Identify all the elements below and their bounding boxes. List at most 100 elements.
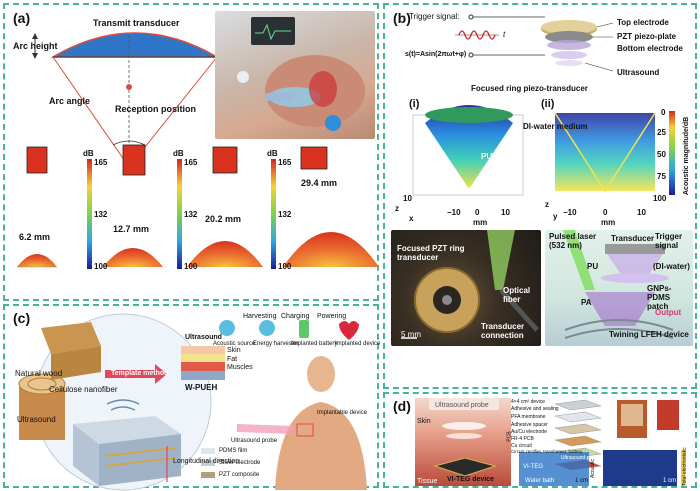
cb-bot-1: 100 bbox=[94, 262, 108, 271]
total-axis-label: Total electrostatic bbox=[682, 447, 688, 486]
trigger-label: Trigger signal bbox=[655, 232, 683, 250]
tick-b-1: 0 bbox=[603, 208, 608, 217]
template-method-label: Template method bbox=[111, 370, 169, 377]
layer-6: Cu circuit bbox=[511, 443, 532, 449]
cb-tick-3: 75 bbox=[657, 172, 666, 181]
layer-4: Au/Cu electrode bbox=[511, 429, 547, 435]
cb-tick-1: 25 bbox=[657, 128, 666, 137]
arc-geometry-diagram bbox=[32, 32, 220, 168]
legend-pdms: PDMS film bbox=[219, 448, 248, 454]
powering-label: Powering bbox=[317, 313, 347, 320]
cb-top-1: 165 bbox=[94, 158, 108, 167]
cb-label: Acoustic magnitude/dB bbox=[683, 116, 690, 195]
reception-position-label: Reception position bbox=[115, 104, 196, 114]
skin-label: Skin bbox=[227, 347, 241, 354]
panel-d-tag: (d) bbox=[393, 398, 411, 414]
bottom-electrode-label: Bottom electrode bbox=[617, 44, 683, 53]
focused-ring-label: Focused ring piezo-transducer bbox=[471, 84, 588, 93]
panel-c-tag: (c) bbox=[13, 310, 31, 326]
cb-top-2: 165 bbox=[184, 158, 198, 167]
twining-label: Twining LFEH device bbox=[609, 330, 689, 339]
transducer-schematic bbox=[455, 14, 614, 72]
energy-harvester-label: Energy harvester bbox=[253, 341, 299, 347]
panel-d: (d) Ultrasound probe Skin VI-TEG dev bbox=[383, 392, 697, 488]
cb-unit-2: dB bbox=[173, 149, 184, 158]
tick-a-3: 10 bbox=[501, 208, 510, 217]
cb-mid-1: 132 bbox=[94, 210, 108, 219]
implanted-device-label: Implanted device bbox=[335, 341, 381, 347]
panel-c: (c) bbox=[3, 304, 381, 491]
vi-teg-label: VI-TEG device bbox=[447, 476, 495, 483]
acoustic-axis-label: Acoustic bbox=[590, 459, 596, 478]
axis-z-a: z bbox=[395, 204, 399, 213]
arc-height-label: Arc height bbox=[13, 41, 58, 51]
cb-mid-2: 132 bbox=[184, 210, 198, 219]
size-label-3: 20.2 mm bbox=[205, 214, 242, 224]
optical-fiber-label: Optical fiber bbox=[503, 286, 531, 304]
w-pueh-label: W-PUEH bbox=[185, 383, 218, 392]
tick-b-0: −10 bbox=[563, 208, 577, 217]
panel-b: (b) Trigger signal: t s(t)=Asin(2πωt+φ) … bbox=[383, 3, 697, 389]
implantable-label: Implantable device bbox=[317, 410, 368, 416]
panel-b-tag: (b) bbox=[393, 10, 411, 26]
cb-unit-3: dB bbox=[267, 149, 278, 158]
ultrasound-label: Ultrasound bbox=[185, 334, 222, 341]
t-axis-label: t bbox=[503, 30, 506, 39]
di-water-label-2: (DI-water) bbox=[653, 262, 690, 271]
transducer-connection-label: Transducer connection bbox=[481, 322, 525, 340]
vi-teg-label-2: VI-TEG bbox=[523, 464, 544, 470]
ultrasound-probe-label: Ultrasound probe bbox=[231, 438, 278, 444]
size-label-4: 29.4 mm bbox=[301, 178, 338, 188]
pu-beam-label: PU beam bbox=[481, 152, 516, 161]
layer-2: PFA membrane bbox=[511, 414, 546, 420]
transducer-label: Transducer bbox=[611, 234, 655, 243]
di-water-label: DI-water medium bbox=[523, 122, 588, 131]
icd-label: ICD bbox=[357, 320, 368, 326]
axis-y-b: y bbox=[553, 212, 558, 221]
layer-3: Adhesive spacer bbox=[511, 422, 548, 428]
fat-label: Fat bbox=[227, 356, 238, 363]
charging-label: Charging bbox=[281, 313, 310, 320]
tissue-label: Tissue bbox=[417, 478, 438, 485]
output-label: Output bbox=[655, 308, 682, 317]
axis-mm-b: mm bbox=[601, 218, 616, 227]
cb-bot-2: 100 bbox=[184, 262, 198, 271]
layer-1: Adhesive and sealing bbox=[511, 406, 559, 412]
layer-7: Circuit: rectifier, transformer, battery bbox=[511, 449, 583, 454]
lfeh-illustration bbox=[545, 230, 693, 346]
pzt-plate-label: PZT piezo-plate bbox=[617, 32, 677, 41]
cb-mid-3: 132 bbox=[278, 210, 292, 219]
panel-a-tag: (a) bbox=[13, 10, 31, 26]
pa-label: PA bbox=[581, 298, 592, 307]
simulation-plots bbox=[412, 105, 675, 196]
ultrasound-label-b: Ultrasound bbox=[617, 68, 660, 77]
patient-illustration bbox=[215, 11, 375, 139]
focused-pzt-label: Focused PZT ring transducer bbox=[397, 244, 465, 262]
legend-silver: Silver electrode bbox=[219, 460, 261, 466]
cb-tick-0: 0 bbox=[661, 108, 666, 117]
axis-x-a: x bbox=[409, 214, 414, 223]
subplot-ii-label: (ii) bbox=[541, 98, 555, 110]
transducer-photo bbox=[391, 230, 541, 346]
tick-b-2: 10 bbox=[637, 208, 646, 217]
pulsed-laser-label: Pulsed laser (532 nm) bbox=[549, 232, 597, 250]
cb-unit-1: dB bbox=[83, 149, 94, 158]
legend-pzt: PZT composite bbox=[219, 472, 260, 478]
gnps-label: GNPs-PDMS patch bbox=[647, 284, 672, 311]
axis-z-b: z bbox=[545, 200, 549, 209]
cb-top-3: 165 bbox=[278, 158, 292, 167]
layer-0: 4×4 cm² device bbox=[511, 399, 546, 405]
acoustic-source-label: Acoustic source bbox=[213, 341, 256, 347]
ultrasound-probe-d: Ultrasound probe bbox=[435, 402, 489, 409]
trigger-signal-label: Trigger signal: bbox=[409, 12, 460, 21]
tick-a-2: 0 bbox=[475, 208, 480, 217]
cb-bot-3: 100 bbox=[278, 262, 292, 271]
pcb-label: PCB bbox=[506, 431, 513, 442]
wood-template-diagram bbox=[18, 313, 367, 491]
tick-a-0: 10 bbox=[403, 194, 412, 203]
muscles-label: Muscles bbox=[227, 364, 253, 371]
cb-tick-4: 100 bbox=[653, 194, 667, 203]
harvesting-label: Harvesting bbox=[243, 313, 277, 320]
arc-angle-label: Arc angle bbox=[49, 96, 91, 106]
vi-teg-diagram bbox=[415, 398, 685, 486]
